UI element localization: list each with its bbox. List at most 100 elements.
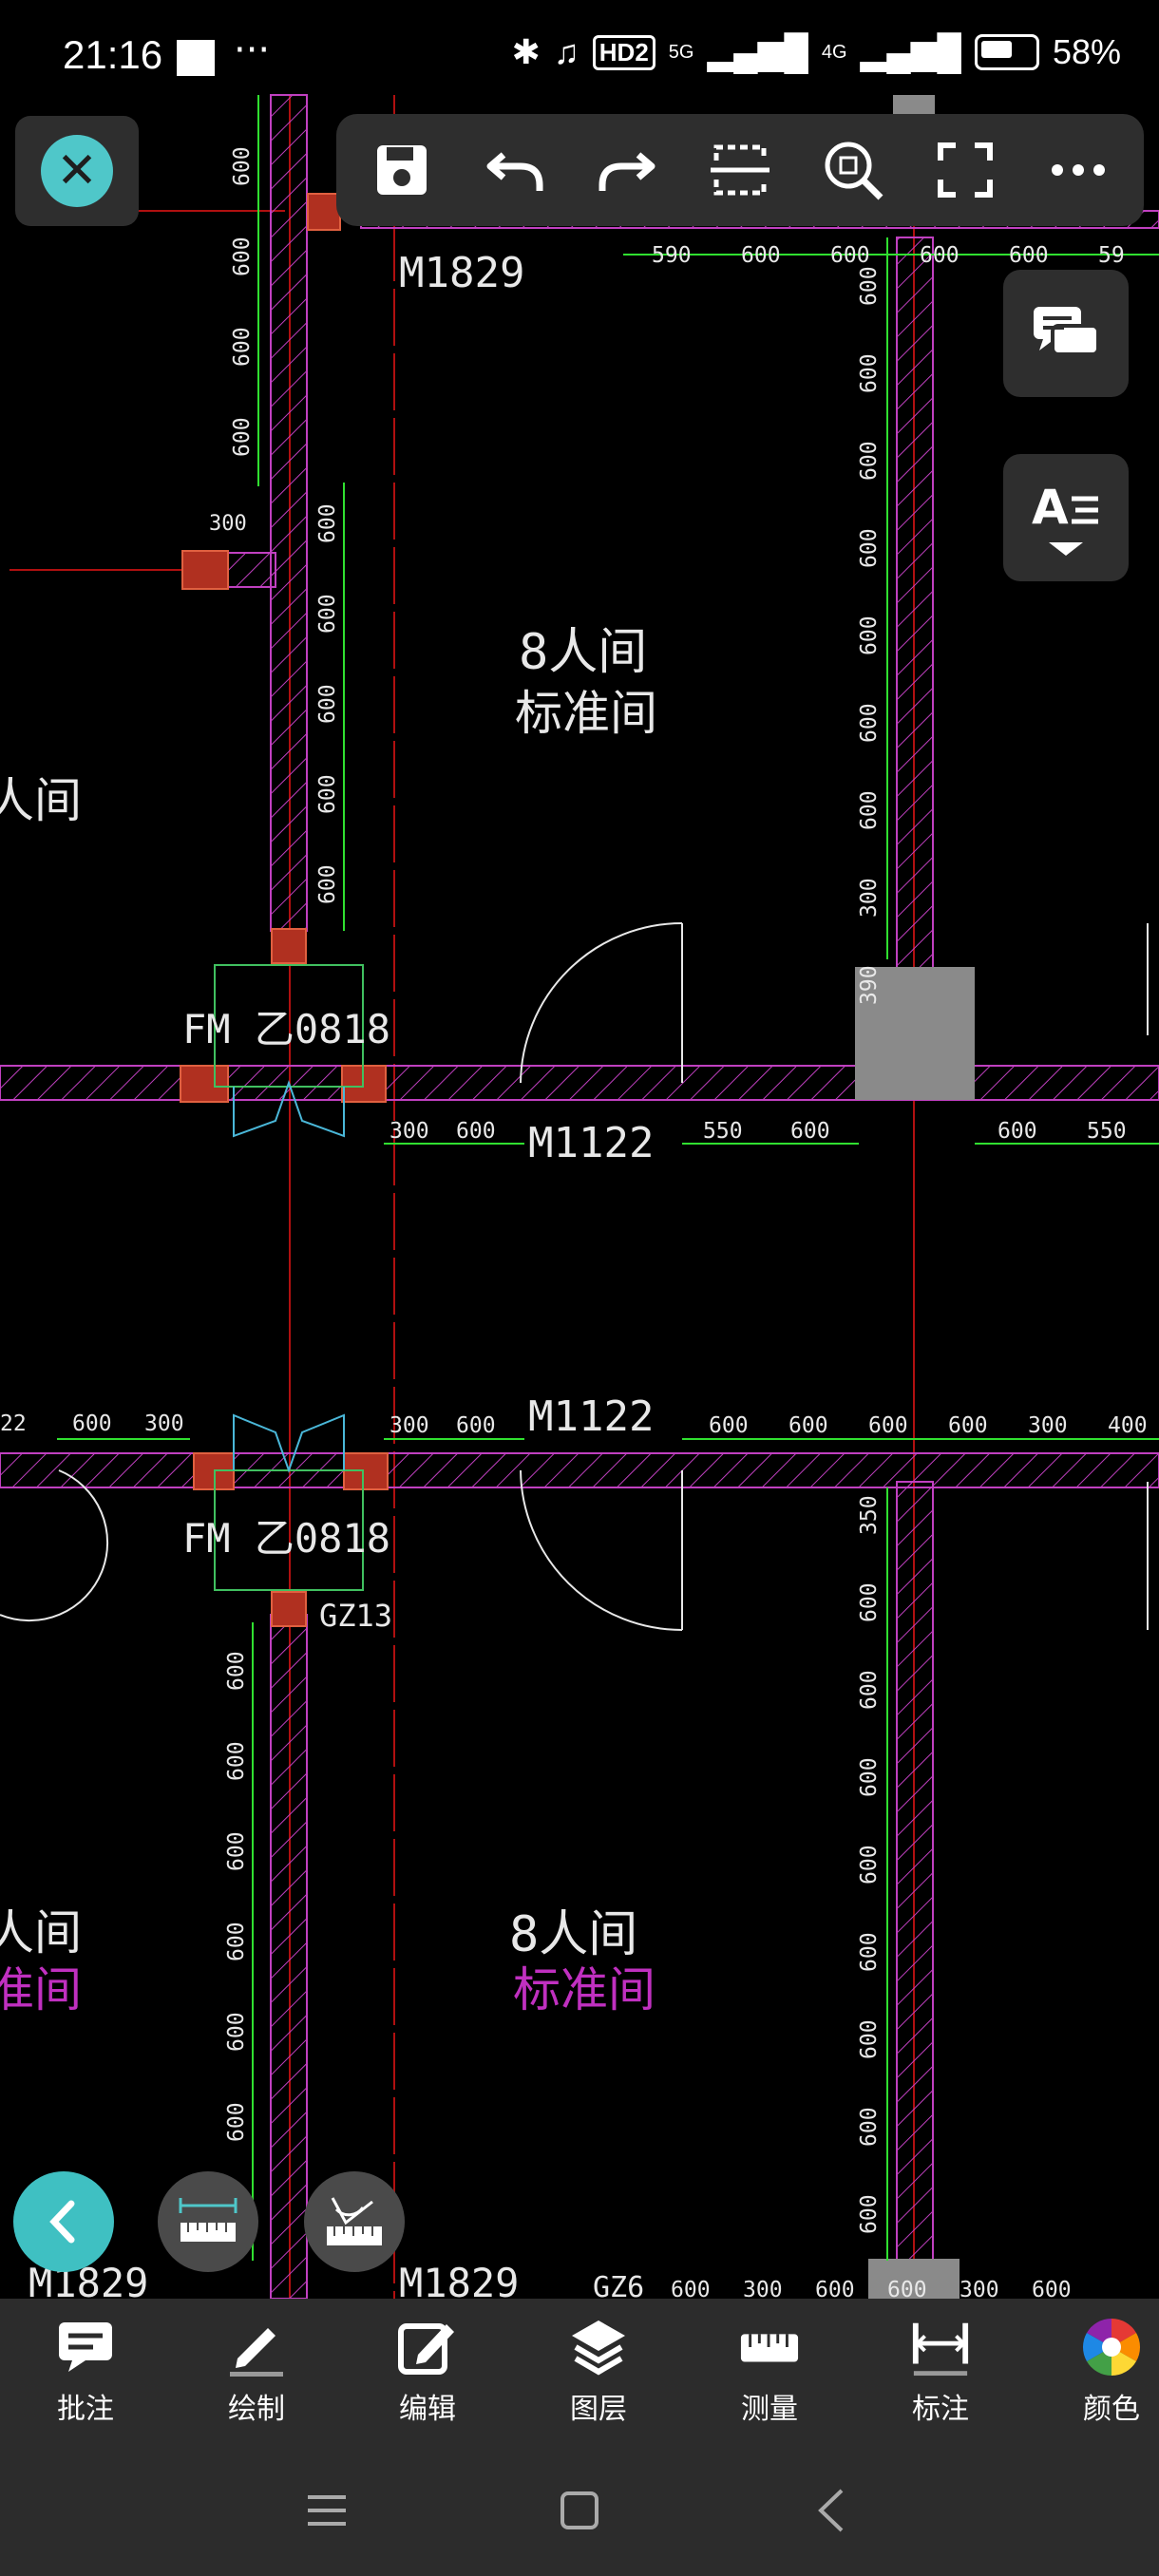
close-button[interactable]: ✕: [15, 116, 139, 226]
signal-4g-label: 4G: [821, 41, 847, 63]
dimension-label: 600: [1032, 2278, 1072, 2299]
door-m1829-bottom-center: M1829: [399, 2260, 519, 2299]
dimension-label: 600: [857, 1845, 882, 1885]
layers-tab[interactable]: 图层: [513, 2299, 684, 2445]
dimension-label: 600: [671, 2278, 711, 2299]
dimension-label: 59: [1098, 243, 1125, 268]
measure-icon: [740, 2334, 799, 2362]
room-a-type: 标准间: [515, 686, 657, 741]
redo-button[interactable]: [584, 127, 670, 213]
dim-300-label: 300: [209, 512, 247, 536]
dimension-label: 600: [224, 1922, 249, 1961]
dimension-label: 22: [0, 1411, 27, 1436]
more-button[interactable]: [1036, 127, 1121, 213]
close-icon: ✕: [41, 135, 113, 207]
ruler-length-icon: [179, 2198, 238, 2242]
section-icon: [710, 144, 770, 196]
chevron-left-icon: [49, 2200, 75, 2244]
dimension-label: 600: [830, 243, 870, 268]
svg-text:A: A: [1032, 480, 1069, 535]
back-icon: [818, 2489, 844, 2532]
dimension-label: 600: [857, 353, 882, 393]
dimension-label: 300: [144, 1411, 184, 1436]
room-b-name: 8人间: [509, 1906, 637, 1963]
dimension-label: 350: [857, 1495, 882, 1535]
fm-door-label-b: FM 乙0818: [182, 1515, 390, 1562]
dimension-label: 600: [741, 243, 781, 268]
nav-menu-button[interactable]: [289, 2477, 365, 2544]
left-room-a: 人间: [0, 773, 82, 828]
redo-icon: [598, 152, 656, 191]
dimension-tab-label: 标注: [912, 2393, 969, 2426]
status-time: 21:16: [63, 32, 163, 77]
dimension-label: 300: [1028, 1413, 1068, 1438]
more-notifications-icon: ···: [234, 28, 271, 72]
earbuds-icon: ♫: [553, 32, 580, 71]
dimension-label: 300: [390, 1413, 429, 1438]
draw-icon: [230, 2328, 283, 2377]
cad-drawing-canvas[interactable]: 300 600 600 600 600 600 600 600 600 600 600 600 600…: [0, 0, 1159, 2299]
dimension-label: 300: [743, 2278, 783, 2299]
dimension-label: 400: [1108, 1413, 1148, 1438]
status-indicators: ✱ ♫ HD2 5G ▂▄▆█ 4G ▂▄▆█ 58%: [512, 32, 1121, 72]
dimension-icon: [912, 2322, 969, 2377]
dimension-label: 600: [857, 528, 882, 568]
annotation-tab[interactable]: 批注: [0, 2299, 171, 2445]
measure-length-button[interactable]: [158, 2171, 258, 2272]
dimension-label: 600: [788, 1413, 828, 1438]
comments-button[interactable]: [1003, 270, 1129, 397]
dimension-label: 600: [857, 703, 882, 743]
save-icon: [377, 145, 428, 195]
dimension-label: 600: [857, 1757, 882, 1797]
draw-tab[interactable]: 绘制: [171, 2299, 342, 2445]
left-room-b-type: 准间: [0, 1962, 82, 2017]
door-m1122-b: M1122: [528, 1392, 654, 1441]
dimension-label: 600: [857, 2019, 882, 2059]
gz6-label: GZ6: [593, 2271, 644, 2299]
signal-4g-icon: ▂▄▆█: [860, 32, 961, 71]
color-tab[interactable]: 颜色: [1026, 2299, 1159, 2445]
dimension-label: 600: [230, 237, 255, 276]
dimension-label: 590: [652, 243, 692, 268]
save-button[interactable]: [359, 127, 445, 213]
edit-tab[interactable]: 编辑: [342, 2299, 513, 2445]
nav-home-button[interactable]: [542, 2477, 618, 2544]
dimension-label: 300: [390, 1119, 429, 1144]
dimension-label: 600: [230, 146, 255, 186]
draw-tab-label: 绘制: [228, 2393, 285, 2426]
zoom-fit-button[interactable]: [810, 127, 896, 213]
dimension-label: 600: [948, 1413, 988, 1438]
dimension-label: 600: [315, 503, 340, 543]
nav-back-button[interactable]: [794, 2477, 870, 2544]
measure-angle-button[interactable]: [304, 2171, 405, 2272]
section-button[interactable]: [697, 127, 783, 213]
annotation-icon: [59, 2322, 112, 2372]
color-icon: [1082, 2319, 1141, 2376]
dimension-label: 600: [868, 1413, 908, 1438]
fm-door-label-a: FM 乙0818: [182, 1006, 390, 1052]
home-square-icon: [560, 2491, 598, 2529]
dimension-label: 600: [224, 2102, 249, 2142]
fullscreen-button[interactable]: [922, 127, 1008, 213]
dimension-label: 600: [857, 616, 882, 655]
undo-button[interactable]: [472, 127, 558, 213]
dimension-label: 600: [224, 1831, 249, 1871]
dimension-label: 550: [1087, 1119, 1127, 1144]
collapse-button[interactable]: [13, 2171, 114, 2272]
dimension-label: 600: [1009, 243, 1049, 268]
text-style-button[interactable]: A: [1003, 454, 1129, 581]
measure-tab[interactable]: 测量: [684, 2299, 855, 2445]
dimension-label: 600: [456, 1413, 496, 1438]
dimension-label: 600: [315, 594, 340, 634]
dimension-label: 600: [224, 2012, 249, 2052]
door-m1829-top: M1829: [399, 249, 524, 297]
dimension-tab[interactable]: 标注: [855, 2299, 1026, 2445]
color-tab-label: 颜色: [1083, 2393, 1140, 2426]
system-nav-bar: [0, 2445, 1159, 2576]
dimension-label: 600: [920, 243, 960, 268]
dimension-label: 600: [224, 1741, 249, 1781]
dimension-label: 600: [709, 1413, 749, 1438]
dimension-label: 600: [790, 1119, 830, 1144]
dimension-label: 300: [857, 878, 882, 918]
bottom-toolbar: 批注 绘制 编辑 图层 测量 标注 颜色: [0, 2299, 1159, 2445]
